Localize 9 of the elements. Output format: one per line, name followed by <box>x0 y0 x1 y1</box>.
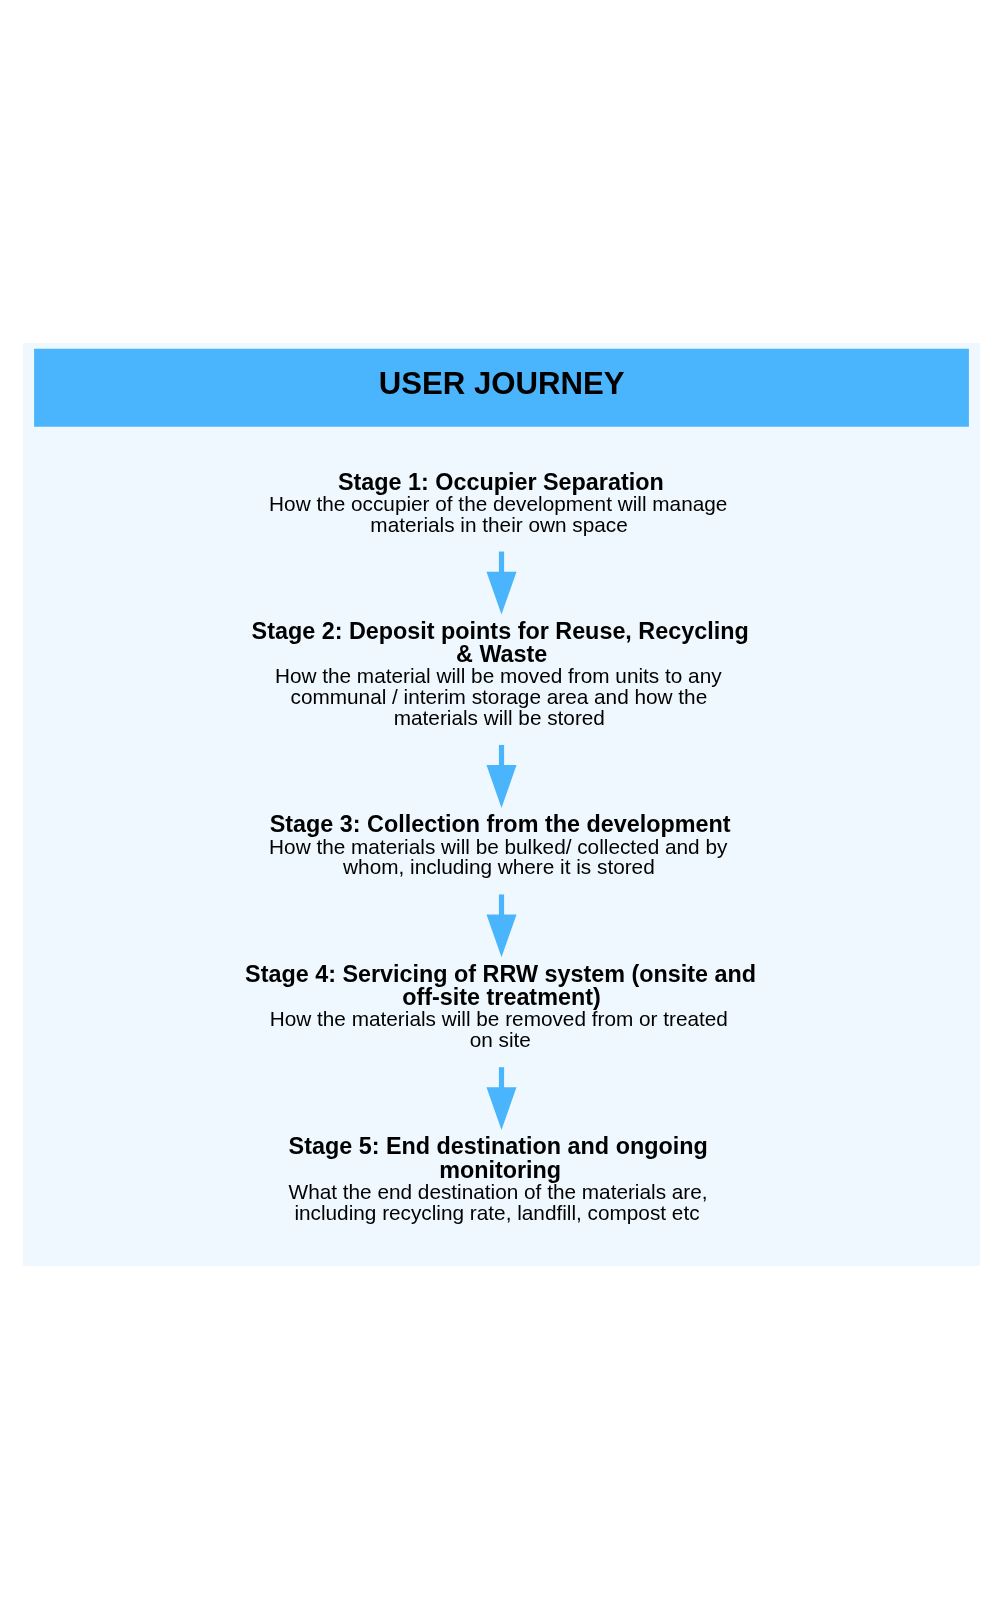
arrow <box>486 1066 517 1130</box>
node-text: Stage 2: Deposit points for Reuse, Recycling & Waste How the material will be moved from units to any communal / interim storage area and how the materials will be stored <box>251 617 749 729</box>
arrow <box>486 744 517 808</box>
node-text: Stage 3: Collection from the development How the materials will be bulked/ collected and by whom, including where it is stored <box>269 810 731 878</box>
node-text: Stage 4: Servicing of RRW system (onsite and off-site treatment) How the materials will be removed from or treated on site <box>245 960 757 1051</box>
node-text: Stage 5: End destination and ongoing monitoring What the end destination of the materials are, including recycling rate, landfill, compost etc <box>288 1132 708 1224</box>
arrow <box>486 551 517 615</box>
node-text: Stage 1: Occupier Separation How the occupier of the development will manage materials in their own space <box>269 468 728 536</box>
arrow <box>486 893 517 957</box>
